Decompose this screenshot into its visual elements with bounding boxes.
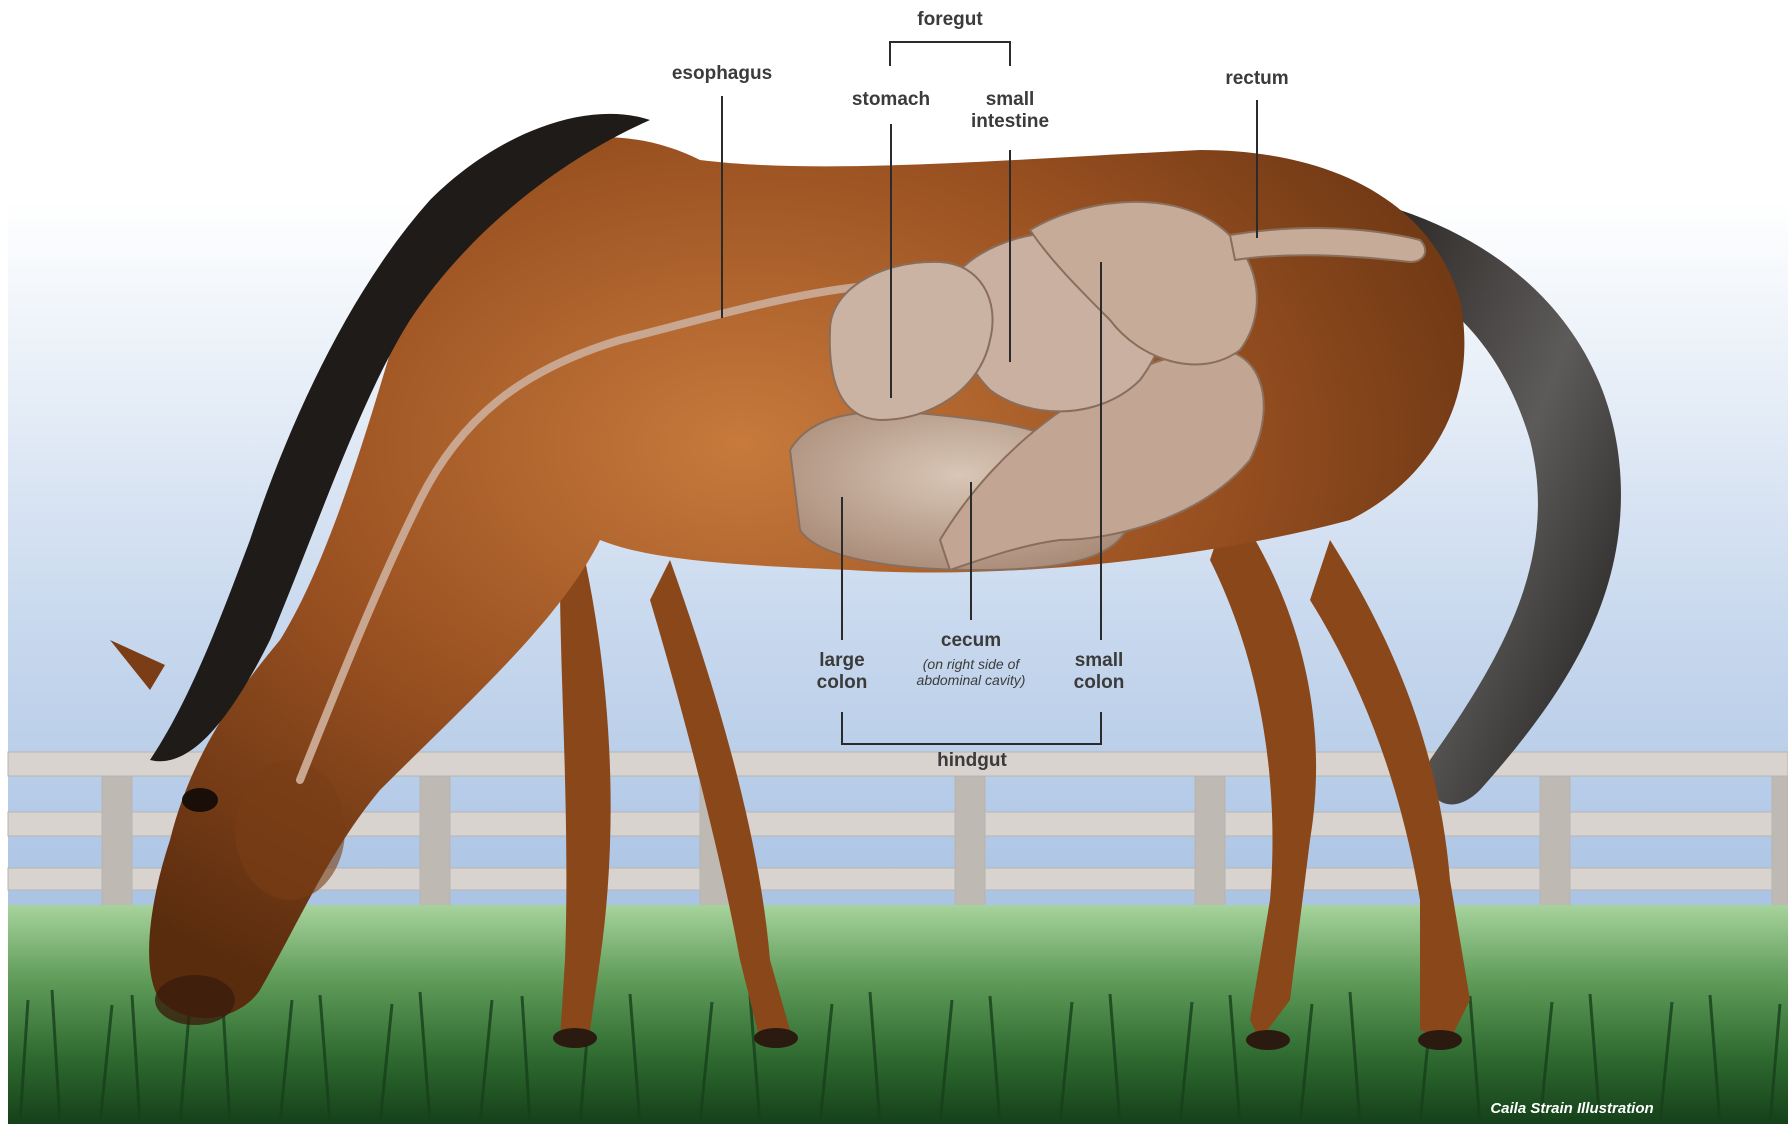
large-colon-label-line1: large xyxy=(782,650,902,672)
rectum-label: rectum xyxy=(1197,68,1317,90)
large-colon-label-line2: colon xyxy=(782,672,902,694)
foregut-label: foregut xyxy=(890,9,1010,31)
small-intestine-label-line1: small xyxy=(950,89,1070,111)
horse-muzzle xyxy=(155,975,235,1025)
small-intestine-label: small intestine xyxy=(950,89,1070,133)
large-colon-label: large colon xyxy=(782,650,902,694)
horse-cheek xyxy=(235,760,345,900)
esophagus-label: esophagus xyxy=(652,63,792,85)
small-intestine-label-line2: intestine xyxy=(950,111,1070,133)
stomach-label: stomach xyxy=(831,89,951,111)
small-colon-label-line2: colon xyxy=(1039,672,1159,694)
cecum-note: (on right side of abdominal cavity) xyxy=(886,656,1056,688)
illustration-credit: Caila Strain Illustration xyxy=(1462,1100,1682,1117)
cecum-note-line2: abdominal cavity) xyxy=(886,672,1056,688)
hindgut-label: hindgut xyxy=(912,750,1032,772)
cecum-note-line1: (on right side of xyxy=(886,656,1056,672)
horse-eye xyxy=(182,788,218,812)
small-colon-label: small colon xyxy=(1039,650,1159,694)
cecum-label: cecum xyxy=(911,630,1031,652)
small-colon-label-line1: small xyxy=(1039,650,1159,672)
